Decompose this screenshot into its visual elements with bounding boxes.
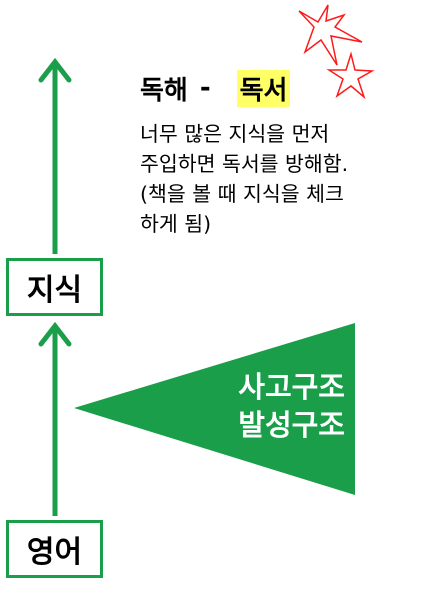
- page-heading: 독해 - 독서: [140, 68, 291, 108]
- description-line: 주입하면 독서를 방해함.: [140, 152, 349, 176]
- upper-arrow-head: [38, 57, 72, 83]
- wedge-labels: 사고구조 발성구조: [205, 368, 345, 444]
- description-text: 너무 많은 지식을 먼저 주입하면 독서를 방해함. (책을 볼 때 지식을 체…: [140, 119, 420, 239]
- small-star-icon: [326, 51, 375, 100]
- lower-arrow-head: [38, 321, 72, 347]
- heading-separator: -: [199, 73, 211, 103]
- thinking-structure-wedge: [74, 323, 355, 495]
- english-label: 영어: [26, 535, 83, 570]
- english-box: 영어: [6, 520, 103, 578]
- wedge-label-thinking: 사고구조: [238, 370, 345, 404]
- heading-reading-highlighted: 독서: [236, 69, 291, 107]
- description-line: (책을 볼 때 지식을 체크: [140, 182, 344, 206]
- description-line: 너무 많은 지식을 먼저: [140, 122, 330, 146]
- wedge-label-vocal: 발성구조: [238, 408, 345, 442]
- description-line: 하게 됨): [140, 212, 212, 236]
- heading-reading-comprehension: 독해: [140, 75, 188, 106]
- knowledge-box: 지식: [6, 258, 103, 316]
- knowledge-label: 지식: [26, 273, 83, 308]
- large-star-icon: [298, 4, 363, 66]
